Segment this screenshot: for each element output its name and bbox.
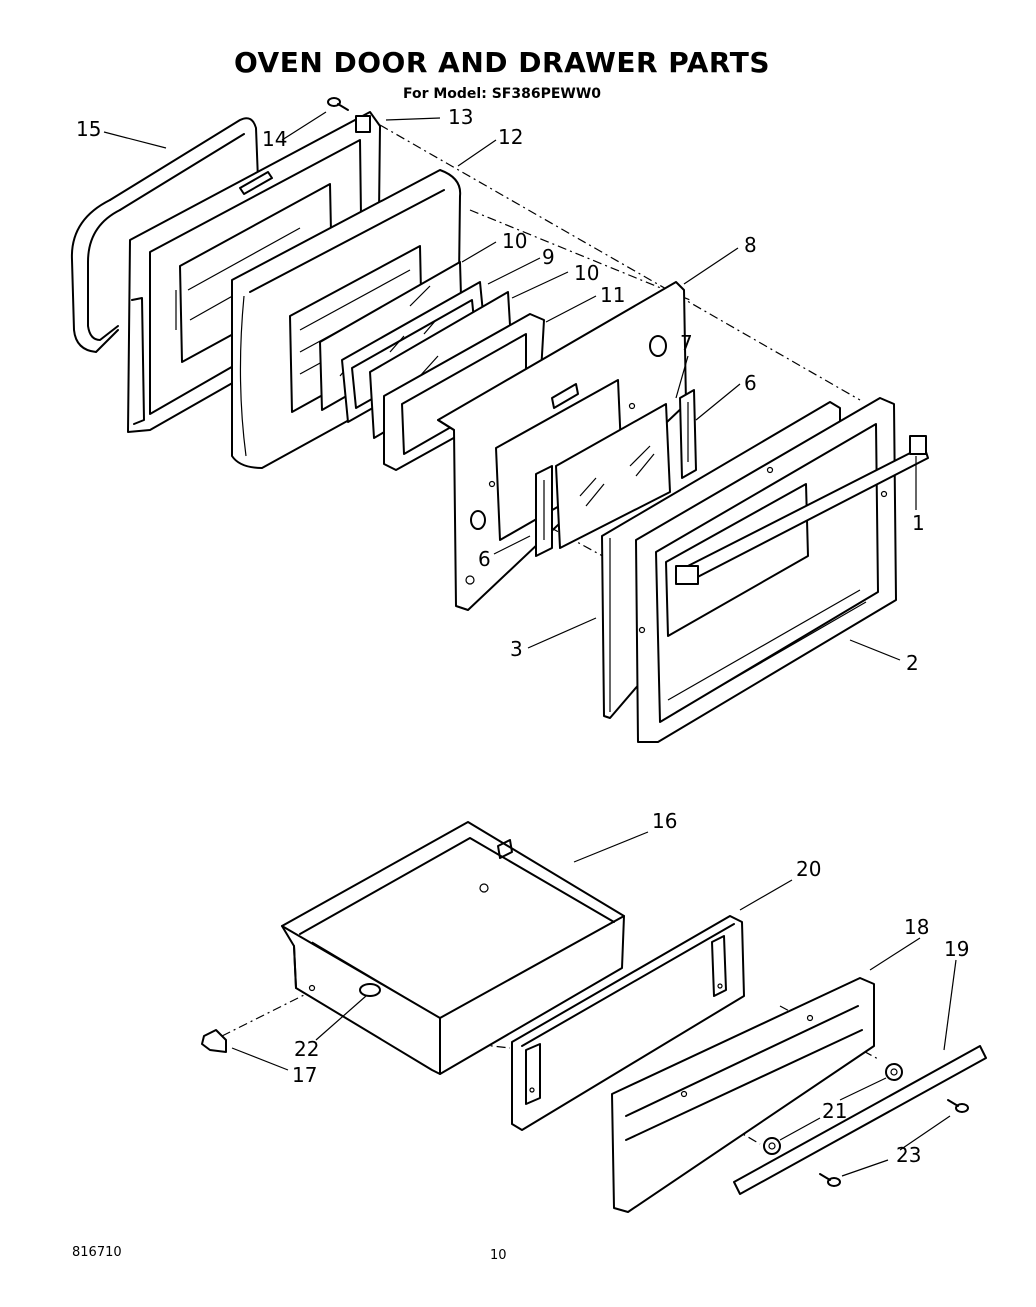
callout-18: 18 — [904, 915, 929, 939]
callout-1: 1 — [912, 511, 925, 535]
part-7-window-glass — [555, 403, 671, 549]
part-17-slide-stop — [201, 1029, 227, 1053]
part-6-hinge-left — [535, 465, 553, 557]
callout-10-lower: 10 — [574, 261, 599, 285]
callout-22: 22 — [294, 1037, 319, 1061]
callout-16: 16 — [652, 809, 677, 833]
callout-7: 7 — [680, 331, 693, 355]
part-23-screw-upper — [947, 1099, 969, 1113]
callout-13: 13 — [448, 105, 473, 129]
page-number: 10 — [490, 1248, 507, 1263]
callout-20: 20 — [796, 857, 821, 881]
callout-11: 11 — [600, 283, 625, 307]
callout-6-right: 6 — [744, 371, 757, 395]
model-subtitle: For Model: SF386PEWW0 — [402, 86, 602, 102]
page-title: OVEN DOOR AND DRAWER PARTS — [233, 46, 770, 79]
callout-8: 8 — [744, 233, 757, 257]
callout-9: 9 — [542, 245, 555, 269]
part-14-screw — [327, 97, 349, 111]
part-2-outer-door-panel — [635, 397, 897, 743]
callout-3: 3 — [510, 637, 523, 661]
part-18-drawer-front-panel — [611, 977, 875, 1213]
callout-19: 19 — [944, 937, 969, 961]
part-21-spacer-upper — [885, 1063, 903, 1081]
part-22-roller — [359, 983, 381, 997]
callout-12: 12 — [498, 125, 523, 149]
callout-23: 23 — [896, 1143, 921, 1167]
part-1-door-handle — [675, 435, 929, 585]
callout-6-left: 6 — [478, 547, 491, 571]
callout-15: 15 — [76, 117, 101, 141]
callout-10-upper: 10 — [502, 229, 527, 253]
callout-2: 2 — [906, 651, 919, 675]
document-number: 816710 — [72, 1245, 122, 1260]
part-16-drawer-body — [281, 821, 625, 1075]
part-23-screw-lower — [819, 1173, 841, 1187]
part-19-drawer-handle — [733, 1045, 987, 1195]
part-6-hinge-right — [679, 389, 697, 479]
part-20-drawer-inner-front — [511, 915, 745, 1131]
callout-14: 14 — [262, 127, 287, 151]
callout-17: 17 — [292, 1063, 317, 1087]
callout-labels: 15 14 13 12 10 9 10 11 8 7 6 6 1 2 3 16 … — [76, 105, 969, 1167]
callout-21: 21 — [822, 1099, 847, 1123]
leader-lines — [103, 111, 957, 1177]
part-21-spacer-lower — [763, 1137, 781, 1155]
part-15-door-gasket — [70, 117, 259, 353]
